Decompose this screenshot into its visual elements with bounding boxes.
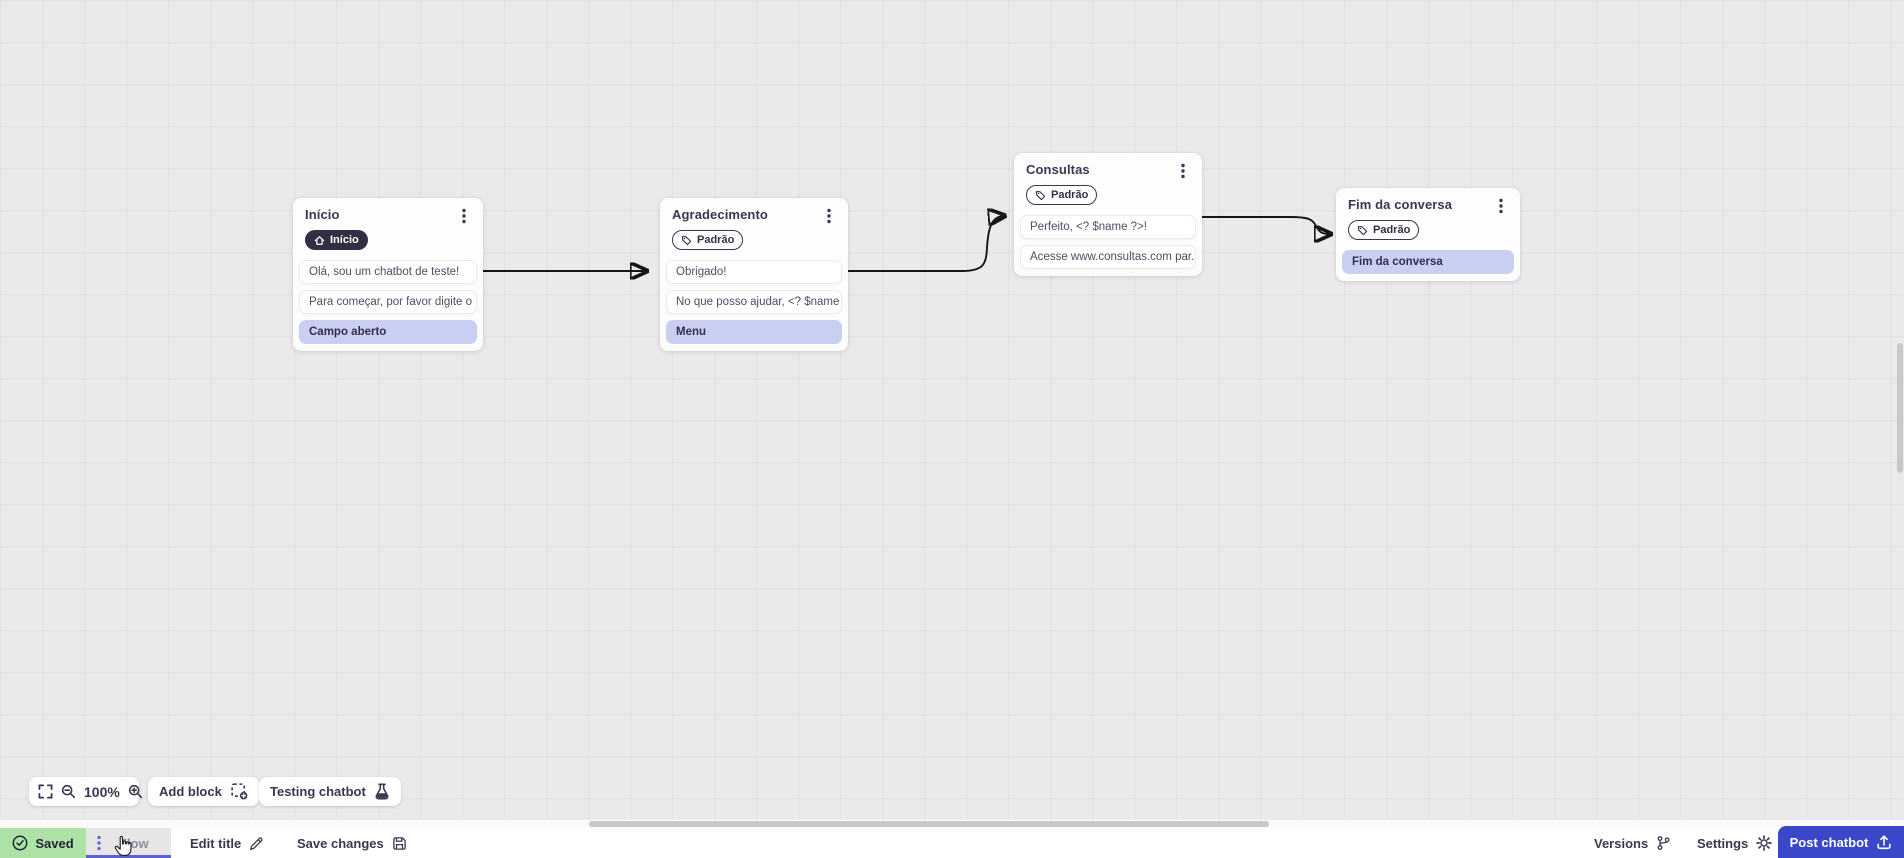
- add-block-label: Add block: [159, 784, 222, 799]
- vertical-scrollbar-thumb[interactable]: [1897, 343, 1903, 473]
- edit-title-button[interactable]: Edit title: [190, 828, 264, 858]
- horizontal-scrollbar-track[interactable]: [0, 819, 1904, 828]
- flow-node-inicio[interactable]: Início Início Olá, sou um chatbot de tes…: [293, 198, 483, 351]
- versions-label: Versions: [1594, 835, 1649, 851]
- flow-node-consultas[interactable]: Consultas Padrão Perfeito, <? $name ?>! …: [1014, 153, 1202, 276]
- tag-icon: [1035, 190, 1046, 200]
- message-card[interactable]: Obrigado!: [666, 259, 842, 284]
- kebab-menu-icon[interactable]: [457, 208, 471, 224]
- save-icon: [392, 836, 406, 850]
- node-type-badge: Padrão: [1348, 220, 1420, 240]
- node-title: Início: [305, 207, 340, 222]
- node-type-badge: Padrão: [1026, 185, 1098, 205]
- tag-icon: [681, 235, 692, 245]
- tab-flow[interactable]: Flow: [86, 828, 171, 858]
- node-type-badge: Início: [305, 230, 368, 250]
- add-block-icon: [231, 783, 248, 800]
- kebab-menu-icon[interactable]: [822, 208, 836, 224]
- post-chatbot-label: Post chatbot: [1789, 834, 1869, 850]
- testing-chatbot-button[interactable]: Testing chatbot: [259, 777, 401, 806]
- node-header: Agradecimento Padrão: [666, 207, 842, 251]
- node-title: Fim da conversa: [1348, 197, 1453, 212]
- flow-node-fim-da-conversa[interactable]: Fim da conversa Padrão Fim da conversa: [1336, 188, 1520, 281]
- node-header: Consultas Padrão: [1020, 162, 1196, 206]
- menu-card[interactable]: Menu: [666, 319, 842, 344]
- saved-status-badge: Saved: [0, 828, 86, 858]
- message-card[interactable]: Olá, sou um chatbot de teste!: [299, 259, 477, 284]
- check-circle-icon: [12, 835, 28, 851]
- status-bar: Saved Flow Edit title Save changes Versi…: [0, 826, 1904, 858]
- save-changes-button[interactable]: Save changes: [297, 828, 407, 858]
- message-card[interactable]: No que posso ajudar, <? $name ...: [666, 289, 842, 314]
- drag-handle-dots-icon[interactable]: [97, 835, 101, 851]
- fullscreen-icon[interactable]: [38, 784, 53, 799]
- settings-button[interactable]: Settings: [1697, 828, 1773, 858]
- settings-label: Settings: [1697, 835, 1749, 851]
- edit-title-label: Edit title: [190, 835, 242, 851]
- node-header: Fim da conversa Padrão: [1342, 197, 1514, 241]
- node-title: Agradecimento: [672, 207, 768, 222]
- edge-agradecimento-consultas: [848, 216, 1003, 272]
- kebab-menu-icon[interactable]: [1176, 163, 1190, 179]
- home-icon: [314, 235, 325, 245]
- zoom-out-icon[interactable]: [61, 784, 76, 799]
- gear-icon: [1756, 835, 1773, 851]
- message-card[interactable]: Perfeito, <? $name ?>!: [1020, 214, 1196, 239]
- post-chatbot-button[interactable]: Post chatbot: [1778, 826, 1904, 858]
- message-card[interactable]: Para começar, por favor digite o ...: [299, 289, 477, 314]
- versions-button[interactable]: Versions: [1594, 828, 1671, 858]
- edge-consultas-fim: [1202, 216, 1329, 234]
- flow-tab-label: Flow: [119, 835, 149, 851]
- zoom-controls: 100%: [29, 777, 142, 806]
- zoom-in-icon[interactable]: [128, 784, 143, 799]
- saved-label: Saved: [35, 835, 74, 851]
- add-block-button[interactable]: Add block: [148, 777, 259, 806]
- horizontal-scrollbar-thumb[interactable]: [589, 821, 1269, 827]
- flow-node-agradecimento[interactable]: Agradecimento Padrão Obrigado! No que po…: [660, 198, 848, 351]
- tag-icon: [1357, 225, 1368, 235]
- flask-icon: [374, 783, 390, 800]
- end-card[interactable]: Fim da conversa: [1342, 249, 1514, 274]
- node-type-badge: Padrão: [672, 230, 744, 250]
- pencil-icon: [250, 836, 263, 850]
- input-card-campo-aberto[interactable]: Campo aberto: [299, 319, 477, 344]
- git-branch-icon: [1657, 836, 1670, 850]
- node-title: Consultas: [1026, 162, 1090, 177]
- message-card[interactable]: Acesse www.consultas.com par...: [1020, 244, 1196, 269]
- node-header: Início Início: [299, 207, 477, 251]
- upload-icon: [1877, 835, 1891, 850]
- zoom-level: 100%: [84, 783, 120, 800]
- testing-chatbot-label: Testing chatbot: [270, 784, 366, 799]
- save-changes-label: Save changes: [297, 835, 384, 851]
- kebab-menu-icon[interactable]: [1494, 198, 1508, 214]
